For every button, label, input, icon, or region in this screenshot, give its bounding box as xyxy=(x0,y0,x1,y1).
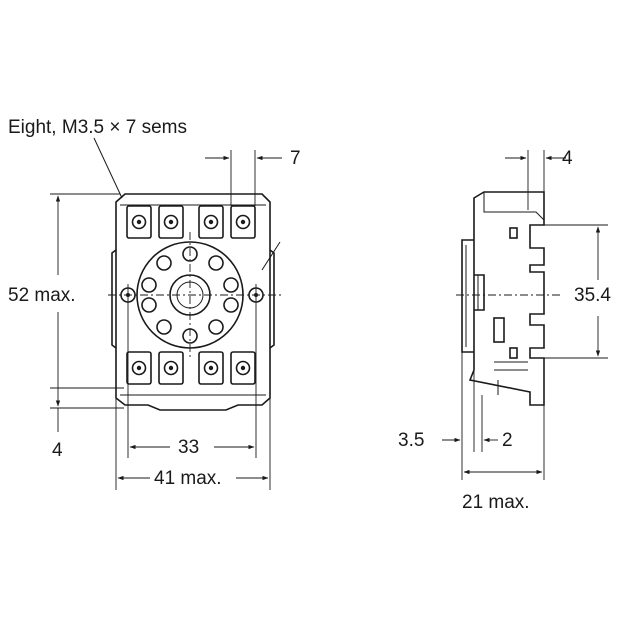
dim-4-top-label: 4 xyxy=(562,148,573,169)
dim-7-label: 7 xyxy=(290,148,301,169)
dim-4-left-label: 4 xyxy=(52,440,63,461)
bottom-terminal-screws xyxy=(126,351,256,385)
dim-33-label: 33 xyxy=(178,437,199,458)
dim-41-max-label: 41 max. xyxy=(154,468,222,489)
screw-callout-label: Eight, M3.5 × 7 sems xyxy=(8,117,187,138)
dim-2-label: 2 xyxy=(502,430,513,451)
dim-52-max-label: 52 max. xyxy=(8,285,76,306)
side-view xyxy=(442,150,608,480)
front-view xyxy=(50,137,282,490)
top-terminal-screws xyxy=(126,205,256,239)
dim-35-4-label: 35.4 xyxy=(574,285,611,306)
dim-3-5-label: 3.5 xyxy=(398,430,424,451)
dim-21-max-label: 21 max. xyxy=(462,492,530,513)
